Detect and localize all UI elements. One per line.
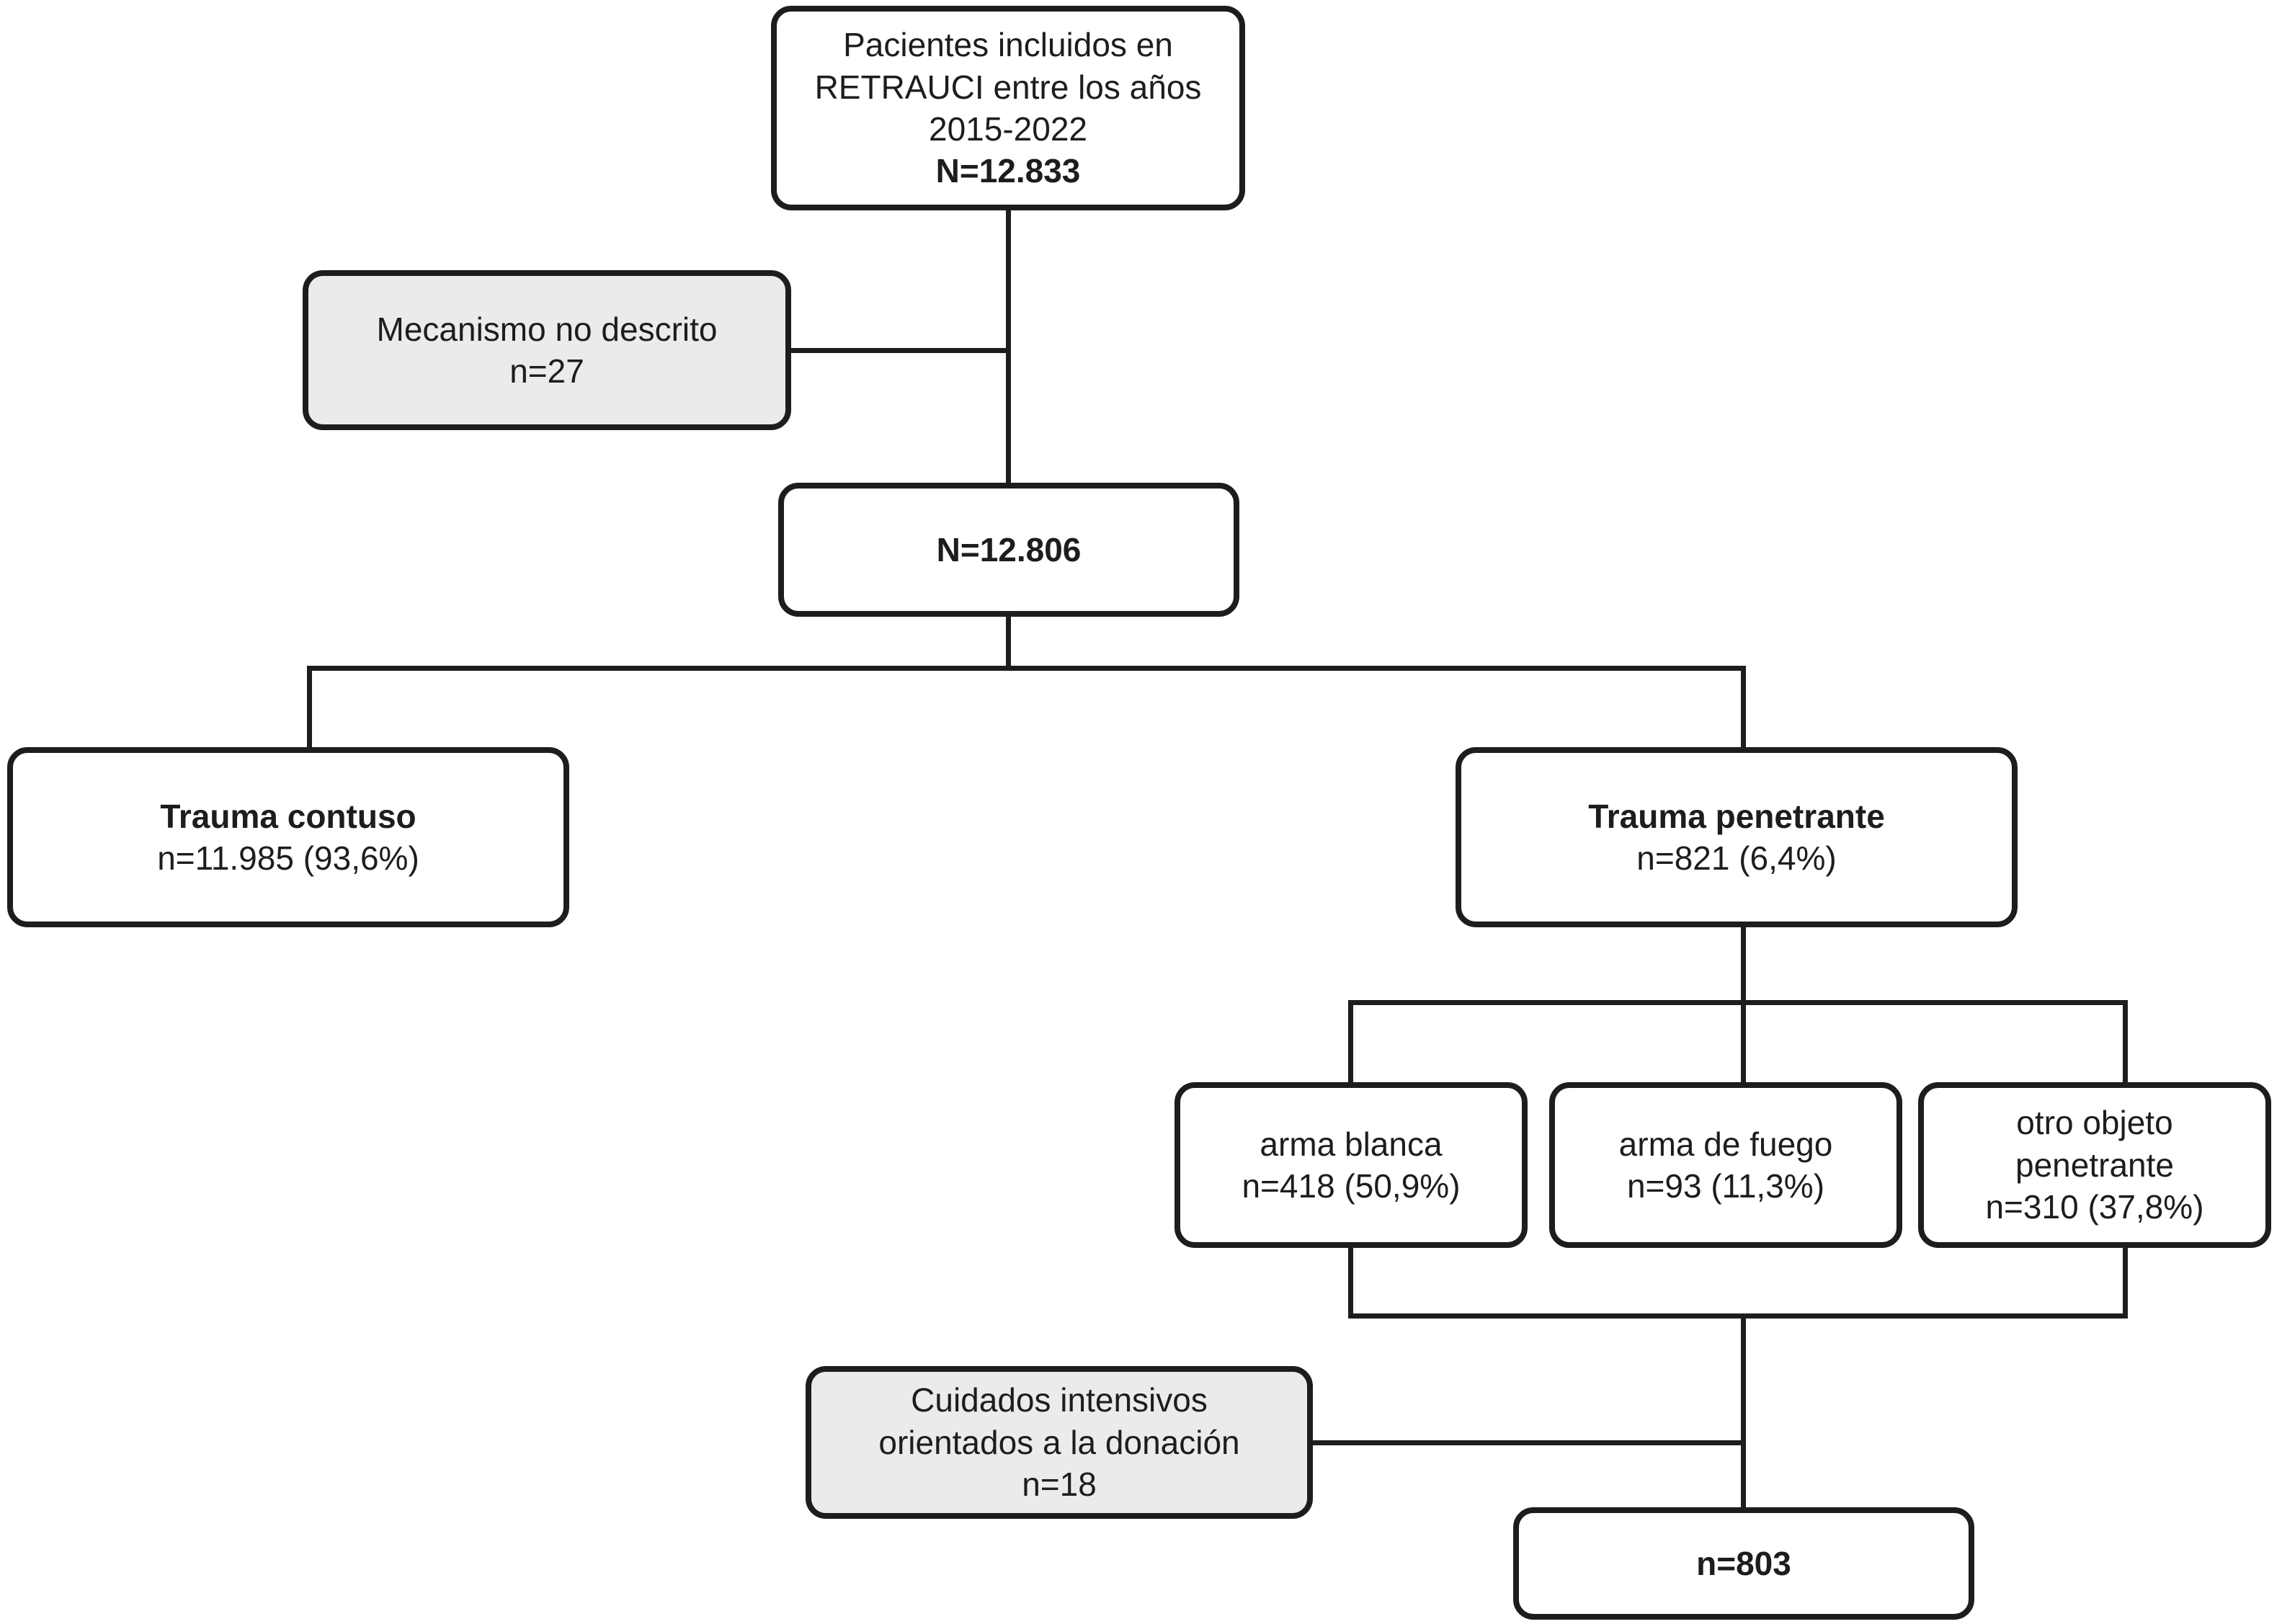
firearm-box: arma de fuego n=93 (11,3%) bbox=[1549, 1082, 1902, 1248]
connector-branch2-horizontal bbox=[1348, 1000, 2128, 1005]
after-exclusion-n-count: N=12.806 bbox=[936, 530, 1082, 568]
other-penetrating-object-line: otro objeto bbox=[2016, 1104, 2173, 1142]
stab-weapon-title: arma blanca bbox=[1260, 1125, 1443, 1163]
penetrating-trauma-box: Trauma penetrante n=821 (6,4%) bbox=[1456, 747, 2018, 927]
connector-after-exclusion-down bbox=[1006, 615, 1011, 671]
penetrating-trauma-n-count: n=821 (6,4%) bbox=[1636, 839, 1837, 877]
connector-inclusion-down bbox=[1006, 208, 1011, 485]
connector-other-down bbox=[2123, 1246, 2128, 1319]
connector-exclusion2-horizontal bbox=[1311, 1440, 1741, 1445]
inclusion-line: Pacientes incluidos en bbox=[843, 26, 1173, 64]
inclusion-line: 2015-2022 bbox=[929, 110, 1087, 148]
connector-stab-down bbox=[1348, 1246, 1353, 1319]
final-cohort-box: n=803 bbox=[1513, 1507, 1974, 1620]
other-penetrating-object-box: otro objeto penetrante n=310 (37,8%) bbox=[1918, 1082, 2271, 1248]
penetrating-trauma-title: Trauma penetrante bbox=[1588, 797, 1885, 835]
donation-oriented-icu-n-count: n=18 bbox=[1022, 1465, 1097, 1504]
exclusion-mechanism-box: Mecanismo no descrito n=27 bbox=[303, 270, 791, 430]
donation-oriented-icu-box: Cuidados intensivos orientados a la dona… bbox=[806, 1366, 1313, 1519]
stab-weapon-n-count: n=418 (50,9%) bbox=[1242, 1167, 1461, 1205]
inclusion-n-count: N=12.833 bbox=[935, 152, 1081, 190]
firearm-n-count: n=93 (11,3%) bbox=[1626, 1167, 1825, 1205]
blunt-trauma-box: Trauma contuso n=11.985 (93,6%) bbox=[7, 747, 569, 927]
connector-branch1-left-drop bbox=[307, 666, 312, 747]
other-penetrating-object-line: penetrante bbox=[2015, 1146, 2174, 1184]
inclusion-box: Pacientes incluidos en RETRAUCI entre lo… bbox=[771, 6, 1245, 210]
donation-oriented-icu-line: orientados a la donación bbox=[878, 1423, 1240, 1461]
other-penetrating-object-n-count: n=310 (37,8%) bbox=[1985, 1188, 2204, 1226]
connector-branch2-middle-drop bbox=[1741, 1000, 1746, 1082]
connector-branch2-right-drop bbox=[2123, 1000, 2128, 1082]
exclusion-mechanism-line: Mecanismo no descrito bbox=[376, 310, 718, 348]
connector-converge-horizontal bbox=[1348, 1313, 2128, 1319]
blunt-trauma-title: Trauma contuso bbox=[160, 797, 416, 835]
after-exclusion-box: N=12.806 bbox=[778, 483, 1239, 617]
connector-converge-down bbox=[1741, 1313, 1746, 1507]
donation-oriented-icu-line: Cuidados intensivos bbox=[911, 1381, 1208, 1419]
connector-penetrating-down bbox=[1741, 926, 1746, 1005]
firearm-title: arma de fuego bbox=[1618, 1125, 1833, 1163]
inclusion-line: RETRAUCI entre los años bbox=[814, 68, 1202, 106]
connector-exclusion1-horizontal bbox=[791, 348, 1009, 353]
connector-branch2-left-drop bbox=[1348, 1000, 1353, 1082]
connector-branch1-right-drop bbox=[1741, 666, 1746, 747]
blunt-trauma-n-count: n=11.985 (93,6%) bbox=[157, 839, 419, 877]
final-cohort-n-count: n=803 bbox=[1696, 1544, 1791, 1582]
stab-weapon-box: arma blanca n=418 (50,9%) bbox=[1175, 1082, 1528, 1248]
exclusion-mechanism-n-count: n=27 bbox=[509, 352, 584, 390]
connector-branch1-horizontal bbox=[307, 666, 1746, 671]
